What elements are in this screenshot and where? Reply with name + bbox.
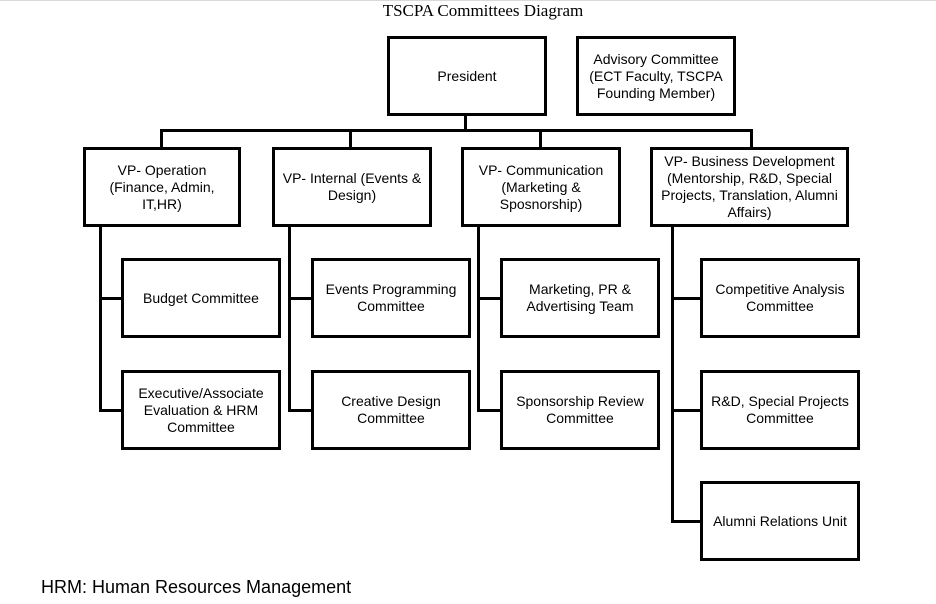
president-box: President bbox=[387, 36, 547, 116]
connector-to-executive bbox=[99, 409, 123, 412]
vp-business-development-box: VP- Business Development (Mentorship, R&… bbox=[650, 147, 849, 227]
vp-communication-box: VP- Communication (Marketing & Sposnorsh… bbox=[461, 147, 621, 227]
marketing-pr-team-label: Marketing, PR & Advertising Team bbox=[526, 281, 634, 314]
hrm-footnote: HRM: Human Resources Management bbox=[41, 577, 352, 597]
vp-operation-box: VP- Operation (Finance, Admin, IT,HR) bbox=[83, 147, 241, 227]
events-programming-committee-box: Events Programming Committee bbox=[311, 258, 471, 338]
marketing-pr-team-box: Marketing, PR & Advertising Team bbox=[500, 258, 660, 338]
connector-to-alumni bbox=[671, 520, 702, 523]
competitive-analysis-committee-label: Competitive Analysis Committee bbox=[715, 281, 845, 314]
connector-to-vp-operation bbox=[160, 129, 163, 149]
competitive-analysis-committee-box: Competitive Analysis Committee bbox=[700, 258, 860, 338]
advisory-committee-label: Advisory Committee (ECT Faculty, TSCPA F… bbox=[589, 50, 723, 101]
connector-to-competitive bbox=[671, 297, 702, 300]
top-border-strip bbox=[0, 0, 936, 1]
vp-internal-label: VP- Internal (Events & Design) bbox=[282, 170, 422, 203]
executive-evaluation-committee-box: Executive/Associate Evaluation & HRM Com… bbox=[121, 370, 281, 450]
connector-to-vp-internal bbox=[349, 129, 352, 149]
connector-to-budget bbox=[99, 297, 123, 300]
vp-business-development-label: VP- Business Development (Mentorship, R&… bbox=[661, 153, 838, 220]
connector-communication-spine bbox=[477, 226, 480, 412]
budget-committee-box: Budget Committee bbox=[121, 258, 281, 338]
alumni-relations-unit-label: Alumni Relations Unit bbox=[713, 512, 847, 529]
connector-to-rnd bbox=[671, 409, 702, 412]
president-label: President bbox=[437, 67, 497, 84]
connector-to-events bbox=[288, 297, 313, 300]
connector-to-vp-communication bbox=[539, 129, 542, 149]
connector-to-vp-business bbox=[750, 129, 753, 149]
advisory-committee-box: Advisory Committee (ECT Faculty, TSCPA F… bbox=[576, 36, 736, 116]
connector-to-marketing bbox=[477, 297, 502, 300]
connector-president-down bbox=[464, 114, 467, 131]
budget-committee-label: Budget Committee bbox=[143, 289, 259, 306]
creative-design-committee-label: Creative Design Committee bbox=[341, 393, 441, 426]
vp-internal-box: VP- Internal (Events & Design) bbox=[272, 147, 432, 227]
rnd-special-projects-committee-box: R&D, Special Projects Committee bbox=[700, 370, 860, 450]
events-programming-committee-label: Events Programming Committee bbox=[325, 281, 457, 314]
rnd-special-projects-committee-label: R&D, Special Projects Committee bbox=[711, 393, 849, 426]
sponsorship-review-committee-label: Sponsorship Review Committee bbox=[516, 393, 644, 426]
diagram-title: TSCPA Committees Diagram bbox=[382, 1, 584, 20]
vp-operation-label: VP- Operation (Finance, Admin, IT,HR) bbox=[109, 161, 215, 212]
vp-communication-label: VP- Communication (Marketing & Sposnorsh… bbox=[478, 161, 604, 212]
connector-vp-bus bbox=[160, 129, 753, 132]
alumni-relations-unit-box: Alumni Relations Unit bbox=[700, 481, 860, 561]
connector-to-creative bbox=[288, 409, 313, 412]
connector-internal-spine bbox=[288, 226, 291, 412]
creative-design-committee-box: Creative Design Committee bbox=[311, 370, 471, 450]
sponsorship-review-committee-box: Sponsorship Review Committee bbox=[500, 370, 660, 450]
connector-to-sponsorship bbox=[477, 409, 502, 412]
connector-operation-spine bbox=[99, 226, 102, 412]
connector-business-spine bbox=[671, 226, 674, 523]
executive-evaluation-committee-label: Executive/Associate Evaluation & HRM Com… bbox=[138, 384, 264, 435]
